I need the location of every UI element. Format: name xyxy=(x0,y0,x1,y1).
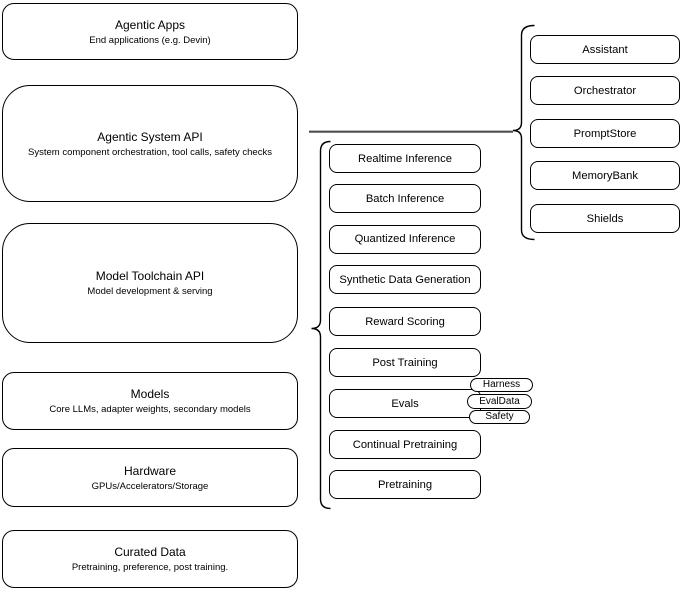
node-label: PromptStore xyxy=(573,127,637,140)
node-agentic-apps: Agentic Apps End applications (e.g. Devi… xyxy=(2,3,298,60)
node-quantized-inference: Quantized Inference xyxy=(329,224,481,254)
node-label: MemoryBank xyxy=(572,169,638,182)
node-reward-scoring: Reward Scoring xyxy=(329,307,481,336)
toolchain-bracket xyxy=(311,140,331,510)
node-label: Post Training xyxy=(372,356,438,369)
node-title: Hardware xyxy=(123,463,177,478)
node-label: Reward Scoring xyxy=(365,315,445,328)
tag-label: Harness xyxy=(482,379,521,391)
node-realtime-inference: Realtime Inference xyxy=(329,144,481,173)
node-title: Models xyxy=(130,387,170,401)
tag-safety: Safety xyxy=(469,409,530,424)
node-title: Model Toolchain API xyxy=(95,269,205,283)
node-title: Curated Data xyxy=(114,545,186,559)
system-bracket xyxy=(512,24,535,241)
node-evals: Evals xyxy=(329,389,481,418)
node-subtitle: Model development & serving xyxy=(87,286,213,297)
node-subtitle: End applications (e.g. Devin) xyxy=(89,34,211,46)
node-models: Models Core LLMs, adapter weights, secon… xyxy=(2,372,298,430)
node-continual-pretraining: Continual Pretraining xyxy=(329,430,481,459)
node-batch-inference: Batch Inference xyxy=(329,184,481,213)
node-hardware: Hardware GPUs/Accelerators/Storage xyxy=(2,448,298,507)
node-label: Batch Inference xyxy=(365,192,445,205)
tag-evaldata: EvalData xyxy=(467,394,532,409)
node-label: Continual Pretraining xyxy=(352,438,458,451)
node-label: Synthetic Data Generation xyxy=(339,273,471,286)
node-label: Realtime Inference xyxy=(358,152,452,165)
node-label: Quantized Inference xyxy=(354,233,456,245)
node-assistant: Assistant xyxy=(530,35,680,64)
node-subtitle: Pretraining, preference, post training. xyxy=(71,562,229,573)
node-memorybank: MemoryBank xyxy=(530,161,680,190)
node-subtitle: Core LLMs, adapter weights, secondary mo… xyxy=(49,404,251,415)
node-curated-data: Curated Data Pretraining, preference, po… xyxy=(2,530,298,588)
node-shields: Shields xyxy=(530,204,680,233)
node-model-toolchain-api: Model Toolchain API Model development & … xyxy=(2,223,298,343)
node-title: Agentic Apps xyxy=(114,17,186,32)
node-label: Shields xyxy=(586,212,624,225)
node-label: Assistant xyxy=(582,43,628,56)
node-agentic-system-api: Agentic System API System component orch… xyxy=(2,85,298,202)
node-label: Orchestrator xyxy=(573,84,637,97)
tag-harness: Harness xyxy=(470,377,533,392)
node-promptstore: PromptStore xyxy=(530,119,680,148)
node-subtitle: GPUs/Accelerators/Storage xyxy=(91,480,209,492)
tag-label: EvalData xyxy=(479,395,520,407)
node-pretraining: Pretraining xyxy=(329,470,481,499)
node-label: Pretraining xyxy=(377,478,433,491)
node-post-training: Post Training xyxy=(329,348,481,377)
node-subtitle: System component orchestration, tool cal… xyxy=(28,146,272,158)
node-title: Agentic System API xyxy=(97,129,203,144)
tag-label: Safety xyxy=(485,411,514,423)
node-orchestrator: Orchestrator xyxy=(530,76,680,105)
node-label: Evals xyxy=(391,397,419,410)
node-synthetic-data-generation: Synthetic Data Generation xyxy=(329,265,481,294)
